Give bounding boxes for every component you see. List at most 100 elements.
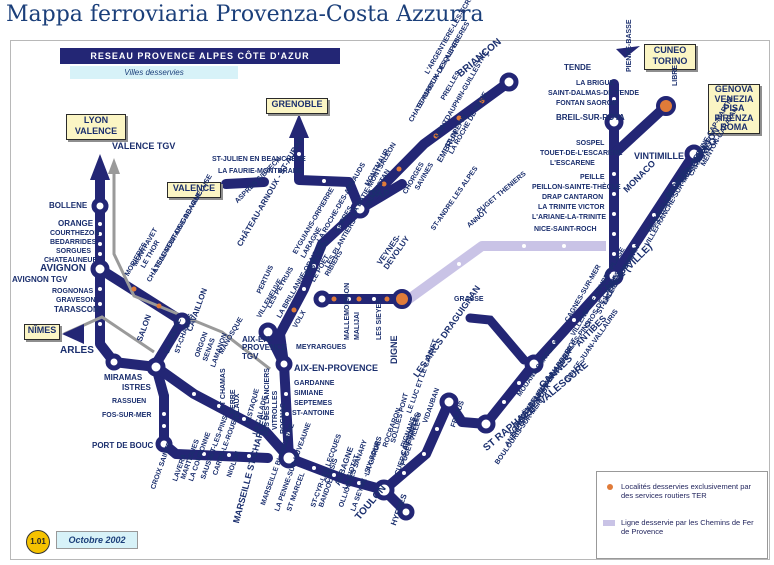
station-toulon[interactable] [373, 479, 395, 501]
box-nimes: NÎMES [24, 324, 60, 340]
station-label-peille: PEILLE [580, 174, 605, 181]
station-cavaillon[interactable] [173, 312, 191, 330]
station-marseille[interactable] [278, 447, 300, 469]
stop [247, 454, 251, 458]
station-label-rognac: ROGNAC [280, 402, 287, 434]
stop [612, 172, 616, 176]
stop [217, 404, 221, 408]
edition-date: Octobre 2002 [56, 531, 138, 549]
stop [517, 381, 521, 385]
stop [337, 225, 341, 229]
station-vintimille[interactable] [684, 144, 704, 164]
station-label-peillon: PEILLON-SAINTE-THÈCLE [532, 184, 621, 191]
station-label-rassuen: RASSUEN [112, 398, 147, 405]
stop [98, 322, 102, 326]
station-port-de-bouc[interactable] [155, 435, 173, 453]
arrow-nimes [62, 324, 84, 344]
line-breil-vintimille [609, 101, 671, 159]
stop [612, 97, 616, 101]
stop [552, 340, 556, 344]
stop [372, 297, 376, 301]
stop [98, 222, 102, 226]
station-label-nice-st-roch: NICE-SAINT-ROCH [534, 226, 597, 233]
stop [402, 471, 406, 475]
station-hyeres[interactable] [397, 503, 415, 521]
station-label-st-chamas: ST CHAMAS [220, 368, 227, 410]
station-aix[interactable] [275, 355, 293, 373]
stop [98, 287, 102, 291]
station-libre[interactable] [656, 96, 676, 116]
stop [502, 400, 506, 404]
station-label-breil: BREIL-SUR-ROYA [556, 113, 625, 122]
station-label-gardanne: GARDANNE [294, 380, 335, 387]
stop [332, 473, 336, 477]
cp-line [399, 241, 606, 309]
legend-cp-symbol [603, 520, 615, 526]
station-briancon[interactable] [499, 72, 519, 92]
map-frame [10, 40, 770, 560]
road-stop [331, 296, 337, 302]
station-label-orange: ORANGE [58, 219, 94, 228]
station-label-st-antoine: ST-ANTOINE [292, 410, 335, 417]
station-label-arles: ARLES [60, 345, 94, 356]
stop [162, 424, 166, 428]
road-stop [156, 303, 162, 309]
stop [652, 213, 656, 217]
station-digne[interactable] [392, 289, 412, 309]
station-nice[interactable] [604, 266, 624, 286]
stop [322, 179, 326, 183]
station-label-aix: AIX-EN-PROVENCE [294, 363, 379, 373]
stop [522, 244, 526, 248]
stop [162, 412, 166, 416]
stop [562, 244, 566, 248]
station-label-fontan: FONTAN SAORGE [556, 100, 617, 107]
stop [612, 232, 616, 236]
legend-cp-text: Ligne desservie par les Chemins de Fer d… [621, 518, 754, 536]
stop [572, 318, 576, 322]
station-avignon[interactable] [90, 259, 110, 279]
line-valence [221, 177, 269, 189]
stop [592, 296, 596, 300]
station-label-ariane: L'ARIANE-LA-TRINITE [532, 214, 606, 221]
road-stop [356, 296, 362, 302]
station-label-vintimille: VINTIMILLE [634, 151, 684, 161]
arrow-cuneo [616, 46, 640, 58]
box-grenoble: GRENOBLE [266, 98, 328, 114]
station-gap[interactable] [350, 199, 370, 219]
road-stop [456, 115, 462, 121]
road-stop [381, 181, 387, 187]
station-aix-tgv[interactable] [258, 322, 278, 342]
station-label-les-sieyes: LES SIEYES [376, 299, 383, 340]
stop [312, 264, 316, 268]
page-title: Mappa ferroviaria Provenza-Costa Azzurra [6, 2, 484, 27]
station-label-malijai: MALIJAI [354, 312, 361, 340]
station-st-raphael[interactable] [476, 414, 496, 434]
station-les-arcs[interactable] [439, 392, 459, 412]
station-arles[interactable] [105, 353, 123, 371]
station-breil[interactable] [604, 112, 624, 132]
stop [285, 412, 289, 416]
station-label-digne: DIGNE [389, 335, 399, 364]
station-label-berre: BERRE [230, 389, 237, 414]
station-label-tarascon: TARASCON [54, 305, 99, 314]
station-label-libre: LIBRE [672, 65, 679, 86]
station-bollene[interactable] [91, 197, 109, 215]
stop [632, 244, 636, 248]
station-label-valence-tgv: VALENCE TGV [112, 141, 176, 151]
stop [422, 452, 426, 456]
station-label-la-faurie: LA FAURIE-MONTBRAND [218, 168, 303, 175]
station-st-auban[interactable] [313, 290, 331, 308]
legend-road-text: Localités desservies exclusivement par d… [621, 482, 752, 500]
road-stop [396, 166, 402, 172]
box-valence: VALENCE [167, 182, 221, 198]
station-miramas[interactable] [146, 357, 166, 377]
station-label-st-dalmas: SAINT-DALMAS-DE-TENDE [548, 90, 639, 97]
station-label-septemes: SEPTEMES [294, 400, 333, 407]
arrow-grenoble [289, 114, 309, 138]
station-label-mallemoisson: MALLEMOISSON [344, 282, 351, 340]
road-stop [131, 286, 137, 292]
station-label-trinite: LA TRINITE VICTOR [538, 204, 605, 211]
station-label-graveson: GRAVESON [56, 297, 96, 304]
page-badge: 1.01 [26, 530, 50, 554]
station-cannes[interactable] [524, 354, 544, 374]
